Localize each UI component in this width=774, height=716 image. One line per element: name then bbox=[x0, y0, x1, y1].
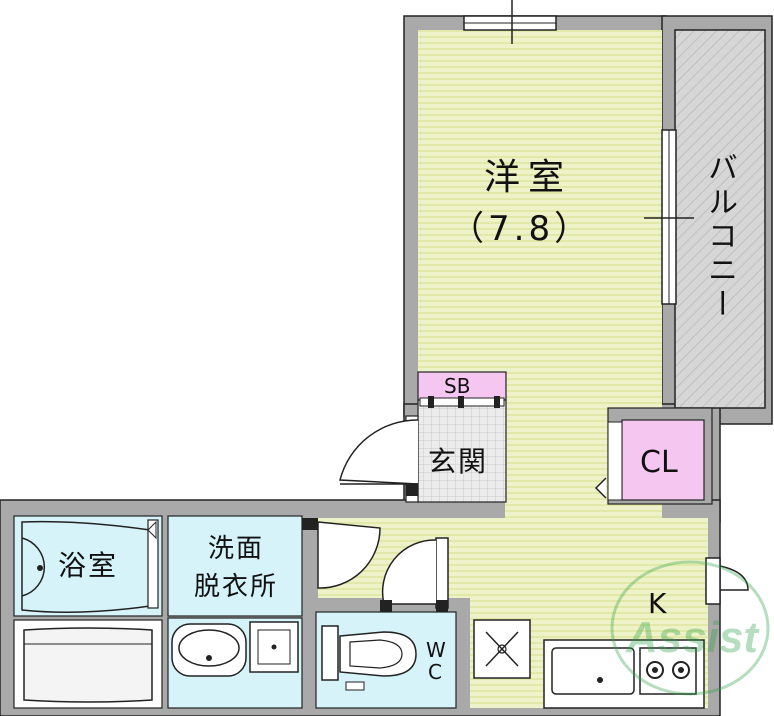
closet-area bbox=[594, 407, 713, 505]
kitchen-window bbox=[705, 557, 749, 605]
entrance-door bbox=[339, 415, 419, 503]
svg-text:Assist: Assist bbox=[625, 613, 760, 662]
balcony bbox=[674, 29, 766, 409]
western-room-size: （7.8） bbox=[450, 209, 593, 249]
western-room-name: 洋室 bbox=[484, 157, 573, 198]
entrance-floor bbox=[417, 399, 507, 503]
washroom-label-line1: 洗面 bbox=[208, 534, 265, 564]
washroom-area bbox=[167, 515, 303, 709]
storage-box-area bbox=[417, 371, 507, 401]
balcony-window bbox=[644, 129, 694, 305]
storage-box-label: SB bbox=[444, 374, 471, 398]
kitchen-label: K bbox=[648, 587, 667, 620]
kitchen-counter bbox=[543, 639, 705, 709]
bathroom-label: 浴室 bbox=[58, 549, 119, 582]
bathroom-area bbox=[13, 515, 163, 709]
assist-watermark: Assist bbox=[610, 560, 770, 696]
toilet-label-c: C bbox=[428, 660, 442, 684]
toilet-door bbox=[380, 537, 449, 612]
storage-box-doors bbox=[419, 396, 505, 408]
washroom-label-line2: 脱衣所 bbox=[194, 572, 279, 602]
closet-label: CL bbox=[640, 445, 678, 480]
balcony-label: バルコニー bbox=[702, 152, 737, 322]
toilet-area bbox=[315, 611, 457, 709]
hall-door bbox=[302, 518, 381, 589]
window-top bbox=[463, 0, 557, 44]
washing-machine-space bbox=[473, 619, 531, 679]
toilet-label-w: W bbox=[426, 638, 446, 662]
entrance-label: 玄関 bbox=[428, 445, 489, 478]
